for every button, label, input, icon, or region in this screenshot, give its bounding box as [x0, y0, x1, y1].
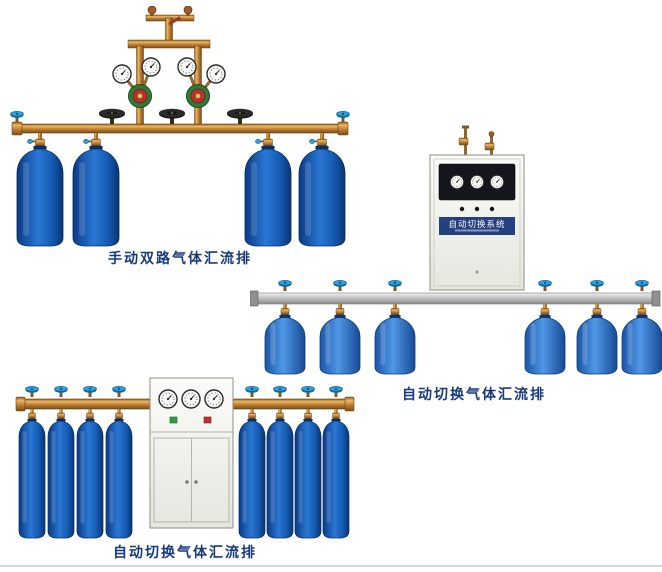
cylinder-valve — [335, 303, 345, 317]
cylinder-valve — [28, 408, 36, 421]
pressure-gauge — [112, 64, 132, 84]
indicator-knob — [459, 206, 465, 212]
handwheel-valve — [99, 108, 125, 124]
valve-handle — [245, 385, 259, 398]
gas-cylinder — [48, 419, 74, 538]
valve-handle — [112, 385, 126, 398]
bottom-border — [0, 565, 662, 567]
product-caption: 自动切换气体汇流排 — [113, 545, 257, 561]
gas-cylinder — [525, 315, 565, 374]
pressure-regulator — [186, 84, 210, 115]
pressure-gauge — [449, 174, 465, 190]
valve-handle — [273, 385, 287, 398]
cylinder-valve — [540, 303, 550, 317]
cylinder-valve — [248, 408, 256, 421]
pipe-end-cap — [344, 396, 355, 412]
pressure-gauge — [181, 389, 201, 409]
cylinder-valve — [390, 303, 400, 317]
gas-cylinder — [267, 419, 293, 538]
gas-cylinder — [577, 315, 617, 374]
door-handle — [194, 480, 198, 484]
pressure-gauge — [158, 389, 178, 409]
gas-cylinder — [323, 419, 349, 538]
pipe-end-cap — [250, 290, 259, 307]
cabinet-lock — [475, 270, 479, 274]
valve-handle — [336, 110, 350, 123]
gas-cylinder — [375, 315, 415, 374]
handwheel-valve — [159, 108, 185, 124]
cylinder-valve — [86, 408, 94, 421]
small-valve — [484, 142, 495, 151]
cabinet-label-band — [439, 217, 515, 235]
cylinder-valve — [637, 303, 647, 317]
cylinder-valve — [276, 408, 284, 421]
product-caption: 自动切换气体汇流排 — [402, 387, 546, 403]
gas-cylinder — [77, 419, 103, 538]
auto-switch-manifold-b-illustration — [15, 377, 355, 542]
cylinder-valve — [332, 408, 340, 421]
pressure-gauge — [141, 57, 161, 77]
control-cabinet: 自动切换系统 — [429, 154, 525, 291]
main-manifold-pipe — [250, 290, 661, 307]
valve-handle — [278, 279, 292, 292]
valve-handle — [333, 279, 347, 292]
product-auto-switch-manifold-b: 自动切换气体汇流排 — [12, 374, 358, 566]
gas-cylinder — [239, 419, 265, 538]
lever-valve-handle — [168, 16, 181, 26]
cylinder-valve — [592, 303, 602, 317]
cabinet-label: 自动切换系统 — [448, 219, 505, 230]
indicator-knob — [489, 206, 495, 212]
cylinder-valve — [26, 132, 45, 148]
pressure-regulator — [128, 84, 152, 115]
gas-cylinder — [17, 146, 63, 246]
valve-handle — [83, 385, 97, 398]
valve-handle — [301, 385, 315, 398]
gas-cylinder — [265, 315, 305, 374]
gas-cylinder — [295, 419, 321, 538]
green-indicator — [169, 416, 178, 424]
gas-cylinder — [622, 315, 662, 374]
cabinet-top-pipes — [458, 125, 495, 155]
valve-handle — [388, 279, 402, 292]
pipe-end-cap — [11, 121, 23, 136]
control-cabinet — [149, 377, 234, 529]
pressure-gauge — [469, 174, 485, 190]
door-handle — [185, 480, 189, 484]
valve-handle — [538, 279, 552, 292]
cylinder-valve — [280, 303, 290, 317]
pressure-gauge — [206, 64, 226, 84]
valve-handle — [25, 385, 39, 398]
product-caption: 手动双路气体汇流排 — [108, 251, 252, 267]
pressure-gauge — [177, 57, 197, 77]
gas-cylinder — [320, 315, 360, 374]
cylinder-valve — [82, 132, 101, 148]
valve-handle — [329, 385, 343, 398]
manual-dual-manifold-illustration — [10, 6, 350, 248]
auto-switch-manifold-a-illustration: 自动切换系统 — [250, 125, 662, 380]
gas-cylinder — [19, 419, 45, 538]
gas-cylinder — [73, 146, 119, 246]
cylinder-valve — [115, 408, 123, 421]
cylinder-valve — [304, 408, 312, 421]
main-manifold-pipe — [11, 121, 349, 136]
pipe-end-cap — [651, 290, 661, 307]
indicator-knob — [474, 206, 480, 212]
valve-handle — [635, 279, 649, 292]
top-valve-knob — [147, 6, 157, 15]
pressure-gauge — [489, 174, 505, 190]
valve-handle — [10, 110, 24, 123]
pressure-gauge — [204, 389, 224, 409]
valve-handle — [590, 279, 604, 292]
cylinder-valve — [57, 408, 65, 421]
red-indicator — [203, 416, 212, 424]
pipe-end-cap — [15, 396, 26, 412]
product-auto-switch-manifold-a: 自动切换系统 — [250, 122, 662, 412]
product-manual-dual-manifold: 手动双路气体汇流排 — [10, 6, 350, 268]
valve-handle — [54, 385, 68, 398]
gas-cylinder — [106, 419, 132, 538]
top-valve-knob — [183, 6, 193, 15]
small-valve — [458, 137, 469, 146]
